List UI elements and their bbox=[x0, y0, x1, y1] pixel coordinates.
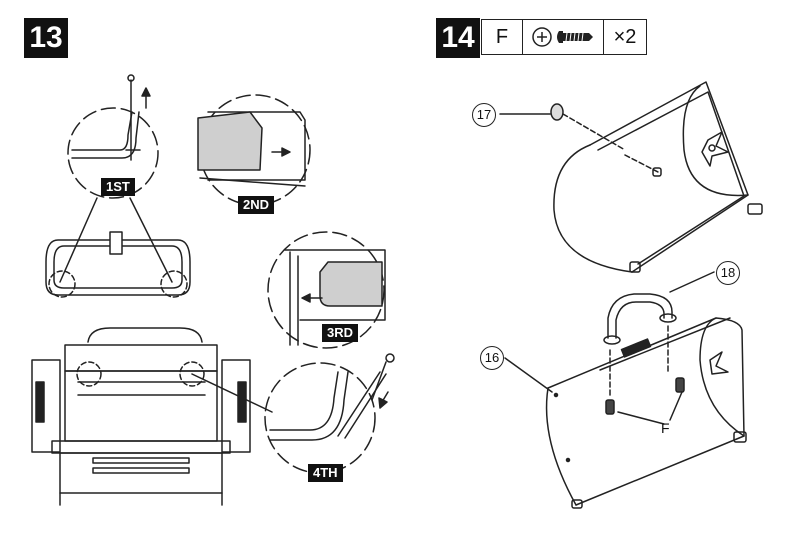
detail-badge-3rd: 3RD bbox=[322, 324, 359, 342]
detail-badge-4th: 4TH bbox=[308, 464, 343, 482]
lid-with-vent bbox=[553, 81, 763, 273]
part-letter: F bbox=[482, 20, 523, 54]
step-13-number: 13 bbox=[24, 18, 68, 58]
detail-1st bbox=[67, 74, 159, 199]
detail-badge-1st: 1ST bbox=[101, 178, 135, 196]
callout-part-16: 16 bbox=[480, 346, 504, 370]
part-17-washer bbox=[499, 103, 626, 151]
step-14-number: 14 bbox=[436, 18, 480, 58]
detail-badge-2nd: 2ND bbox=[238, 196, 275, 214]
screw-label-f: F bbox=[661, 420, 670, 436]
parts-box: F ×2 bbox=[481, 19, 647, 55]
part-18-handle bbox=[603, 271, 715, 345]
detail-3rd bbox=[267, 231, 386, 349]
detail-2nd bbox=[197, 94, 311, 206]
callout-part-18: 18 bbox=[716, 261, 740, 285]
callout-part-17: 17 bbox=[472, 103, 496, 127]
part-16-lid bbox=[504, 317, 747, 509]
part-quantity: ×2 bbox=[613, 25, 637, 48]
screw-icon bbox=[523, 20, 604, 54]
grill-front-view bbox=[31, 327, 251, 506]
lid-top-view bbox=[45, 231, 191, 298]
detail-4th bbox=[264, 353, 395, 474]
